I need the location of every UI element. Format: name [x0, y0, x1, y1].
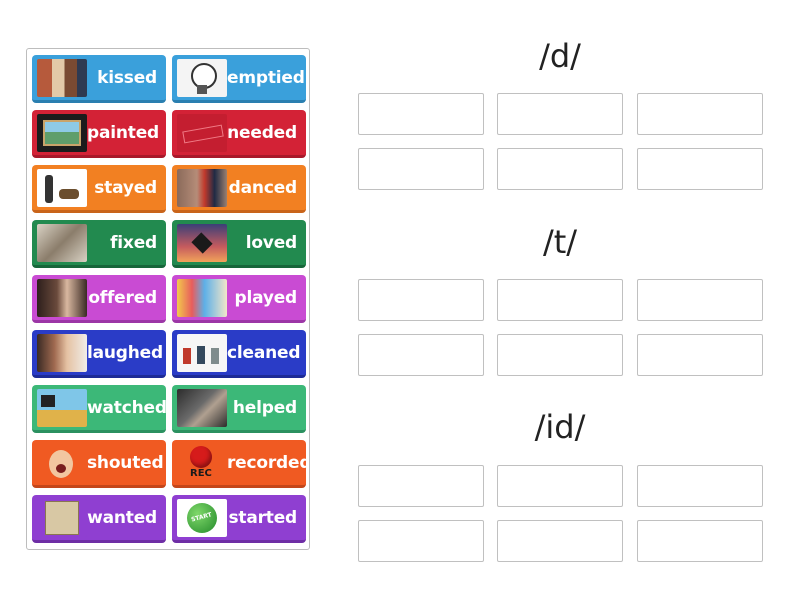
cleaning-people-icon — [177, 333, 227, 372]
card-label: offered — [88, 287, 157, 308]
card-label: needed — [227, 122, 297, 143]
dancing-couple-icon — [177, 168, 227, 207]
card-played[interactable]: played — [172, 275, 306, 323]
card-fixed[interactable]: fixed — [32, 220, 166, 268]
card-laughed[interactable]: laughed — [32, 330, 166, 378]
card-helped[interactable]: helped — [172, 385, 306, 433]
card-label: shouted — [87, 452, 164, 473]
card-label: started — [228, 507, 297, 528]
drop-slot-id[interactable] — [497, 520, 623, 562]
category-heading-d: /d/ — [539, 37, 581, 75]
man-with-dog-icon — [37, 168, 87, 207]
shouting-child-icon — [37, 443, 87, 482]
card-label: cleaned — [227, 342, 301, 363]
drop-slot-id[interactable] — [358, 520, 484, 562]
drop-slot-d[interactable] — [497, 93, 623, 135]
card-label: recorded — [227, 452, 306, 473]
category-heading-t: /t/ — [542, 223, 578, 261]
card-label: helped — [232, 397, 297, 418]
card-label: stayed — [94, 177, 157, 198]
card-label: loved — [245, 232, 297, 253]
card-shouted[interactable]: shouted — [32, 440, 166, 488]
drop-slot-t[interactable] — [358, 279, 484, 321]
card-started[interactable]: START started — [172, 495, 306, 543]
category-heading-id: /id/ — [534, 408, 586, 446]
card-label: fixed — [110, 232, 157, 253]
drop-slot-t[interactable] — [497, 279, 623, 321]
drop-slot-t[interactable] — [358, 334, 484, 376]
card-label: painted — [87, 122, 159, 143]
drop-slot-id[interactable] — [637, 520, 763, 562]
drop-slot-t[interactable] — [637, 334, 763, 376]
card-stayed[interactable]: stayed — [32, 165, 166, 213]
card-painted[interactable]: painted — [32, 110, 166, 158]
landscape-painting-icon — [37, 113, 87, 152]
card-wanted[interactable]: wanted — [32, 495, 166, 543]
people-offering-icon — [37, 278, 87, 317]
drop-slot-id[interactable] — [497, 465, 623, 507]
card-label: played — [234, 287, 297, 308]
drop-slot-id[interactable] — [358, 465, 484, 507]
card-label: wanted — [87, 507, 157, 528]
card-danced[interactable]: danced — [172, 165, 306, 213]
couple-photo-icon — [37, 58, 87, 97]
card-loved[interactable]: loved — [172, 220, 306, 268]
light-bulb-icon — [177, 58, 227, 97]
drop-slot-t[interactable] — [497, 334, 623, 376]
tools-icon — [37, 223, 87, 262]
drop-slot-t[interactable] — [637, 279, 763, 321]
drop-slot-d[interactable] — [637, 148, 763, 190]
card-emptied[interactable]: emptied — [172, 55, 306, 103]
card-label: emptied — [227, 67, 305, 88]
record-button-icon: REC — [177, 443, 227, 482]
card-cleaned[interactable]: cleaned — [172, 330, 306, 378]
card-offered[interactable]: offered — [32, 275, 166, 323]
needed-stamp-icon — [177, 113, 227, 152]
card-label: kissed — [97, 67, 157, 88]
heart-hands-icon — [177, 223, 227, 262]
card-needed[interactable]: needed — [172, 110, 306, 158]
drop-slot-d[interactable] — [358, 148, 484, 190]
start-button-icon: START — [177, 498, 227, 537]
card-kissed[interactable]: kissed — [32, 55, 166, 103]
wanted-poster-icon — [37, 498, 87, 537]
watching-tv-icon — [37, 388, 87, 427]
laughing-people-icon — [37, 333, 87, 372]
child-playing-icon — [177, 278, 227, 317]
rec-text: REC — [190, 467, 212, 479]
helping-hand-icon — [177, 388, 227, 427]
card-label: laughed — [87, 342, 163, 363]
card-label: danced — [228, 177, 298, 198]
start-text: START — [190, 511, 214, 524]
drop-slot-d[interactable] — [497, 148, 623, 190]
drop-slot-d[interactable] — [358, 93, 484, 135]
card-recorded[interactable]: REC recorded — [172, 440, 306, 488]
card-watched[interactable]: watched — [32, 385, 166, 433]
drop-slot-id[interactable] — [637, 465, 763, 507]
card-label: watched — [87, 397, 166, 418]
drop-slot-d[interactable] — [637, 93, 763, 135]
